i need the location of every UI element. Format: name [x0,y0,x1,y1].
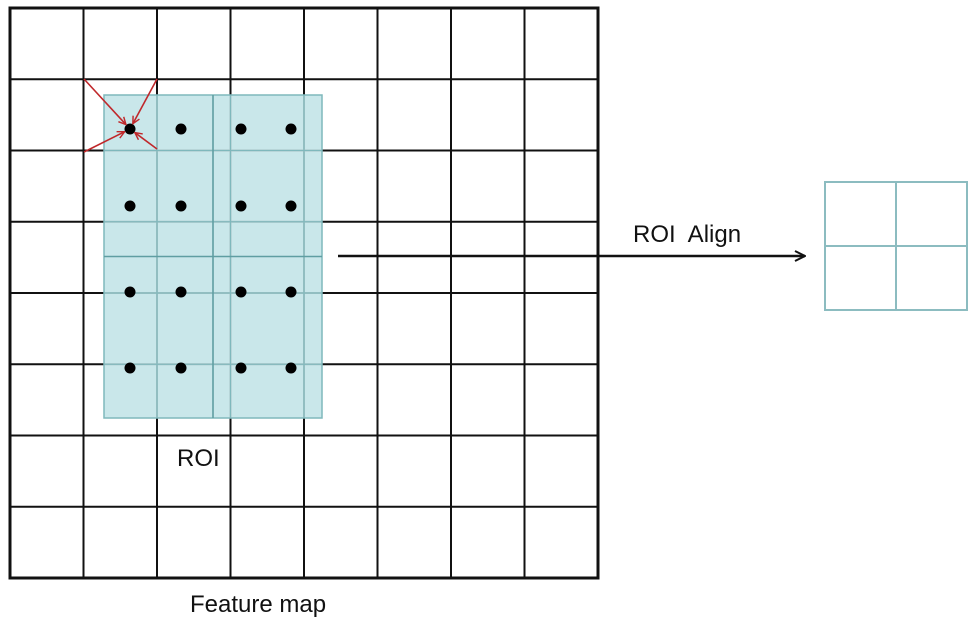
roi-align-label: ROI Align [633,221,741,248]
bilinear-arrow [83,132,125,153]
sampling-point [124,200,136,212]
output-grid [824,181,968,311]
bilinear-arrow [133,78,158,124]
sampling-point [124,286,136,298]
sampling-point [175,200,187,212]
sampling-point [175,123,187,135]
sampling-point [235,362,247,374]
sampling-point [175,362,187,374]
feature-map-label: Feature map [190,591,326,618]
bilinear-interpolation-arrows [83,78,158,153]
sampling-point [285,200,297,212]
roi-region [103,94,323,419]
sampling-point [235,200,247,212]
sampling-point [124,362,136,374]
feature-map-border [8,6,600,580]
bilinear-arrow [135,133,158,150]
roi-label: ROI [177,445,220,472]
sampling-points [124,123,297,374]
sampling-point [285,123,297,135]
sampling-point [235,286,247,298]
sampling-point [235,123,247,135]
sampling-point [285,286,297,298]
sampling-point [175,286,187,298]
bilinear-arrow [83,78,126,125]
sampling-point [124,123,136,135]
sampling-point [285,362,297,374]
